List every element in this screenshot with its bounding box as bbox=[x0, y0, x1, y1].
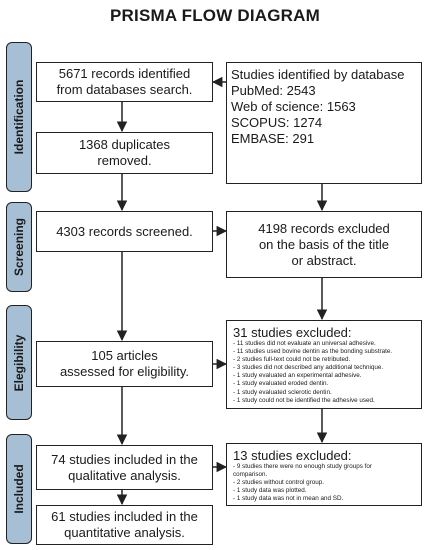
box-databases-line-4: SCOPUS: 1274 bbox=[231, 115, 323, 130]
excluded-31-item: - 1 study evaluated eroded dentin. bbox=[233, 380, 329, 388]
box-duplicates-line-2: removed. bbox=[97, 153, 152, 168]
excluded-31-item: - 11 studies did not evaluate an univers… bbox=[233, 340, 376, 347]
box-databases: Studies identified by database PubMed: 2… bbox=[226, 62, 422, 184]
box-excluded-13-heading: 13 studies excluded: bbox=[233, 448, 352, 463]
box-quantitative-line-1: 61 studies included in the bbox=[51, 509, 198, 524]
box-screened-line-1: 4303 records screened. bbox=[56, 223, 193, 239]
box-excluded-title-line-2: on the basis of the title bbox=[258, 236, 390, 252]
excluded-13-item: - 2 studies without control group. bbox=[233, 479, 325, 487]
excluded-31-item: - 11 studies used bovine dentin as the b… bbox=[233, 348, 393, 356]
box-excluded-title: 4198 records excluded on the basis of th… bbox=[226, 211, 422, 278]
phase-elegibility: Elegibility bbox=[6, 305, 32, 420]
excluded-31-item: - 1 study evaluated sclerotic dentin. bbox=[233, 388, 332, 396]
box-excluded-title-line-1: 4198 records excluded bbox=[258, 220, 390, 236]
excluded-13-item: comparison. bbox=[233, 471, 268, 479]
box-records-identified-line-2: from databases search. bbox=[56, 82, 193, 97]
phase-identification: Identification bbox=[6, 42, 32, 192]
box-assessed: 105 articles assessed for eligibility. bbox=[36, 341, 213, 387]
box-assessed-line-1: 105 articles bbox=[91, 348, 158, 363]
box-excluded-31-heading: 31 studies excluded: bbox=[233, 325, 352, 340]
box-databases-line-5: EMBASE: 291 bbox=[231, 131, 315, 146]
box-duplicates: 1368 duplicates removed. bbox=[36, 132, 213, 174]
excluded-31-item: - 1 study evaluated an experimental adhe… bbox=[233, 372, 362, 380]
box-databases-line-3: Web of science: 1563 bbox=[231, 99, 356, 114]
box-records-identified-line-1: 5671 records identified bbox=[58, 66, 191, 81]
box-excluded-title-line-3: or abstract. bbox=[291, 252, 357, 268]
box-qualitative-line-2: qualitative analysis. bbox=[68, 467, 181, 483]
excluded-13-item: - 1 study data was plotted. bbox=[233, 487, 307, 495]
box-records-identified: 5671 records identified from databases s… bbox=[36, 62, 213, 102]
box-screened: 4303 records screened. bbox=[36, 211, 213, 252]
phase-included: Included bbox=[6, 434, 32, 544]
box-quantitative-line-2: quantitative analysis. bbox=[64, 525, 185, 540]
box-databases-line-1: Studies identified by database bbox=[231, 67, 405, 82]
box-qualitative-line-1: 74 studies included in the bbox=[51, 451, 198, 467]
box-quantitative: 61 studies included in the quantitative … bbox=[36, 505, 213, 545]
excluded-13-item: - 1 study data was not in mean and SD. bbox=[233, 495, 344, 503]
excluded-31-item: - 2 studies full-text could not be retri… bbox=[233, 356, 351, 364]
box-qualitative: 74 studies included in the qualitative a… bbox=[36, 445, 213, 490]
diagram-title: PRISMA FLOW DIAGRAM bbox=[110, 6, 320, 25]
box-databases-line-2: PubMed: 2543 bbox=[231, 83, 316, 98]
box-assessed-line-2: assessed for eligibility. bbox=[59, 364, 190, 379]
box-duplicates-line-1: 1368 duplicates bbox=[78, 137, 171, 152]
excluded-31-item: - 1 study could not be identified the ad… bbox=[233, 396, 375, 404]
excluded-31-item: - 3 studies did not described any additi… bbox=[233, 364, 384, 372]
phase-screening: Screening bbox=[6, 202, 32, 292]
excluded-13-item: - 9 studies there were no enough study g… bbox=[233, 463, 372, 470]
box-excluded-13: 13 studies excluded: - 9 studies there w… bbox=[226, 443, 422, 506]
box-excluded-31: 31 studies excluded: - 11 studies did no… bbox=[226, 320, 422, 409]
